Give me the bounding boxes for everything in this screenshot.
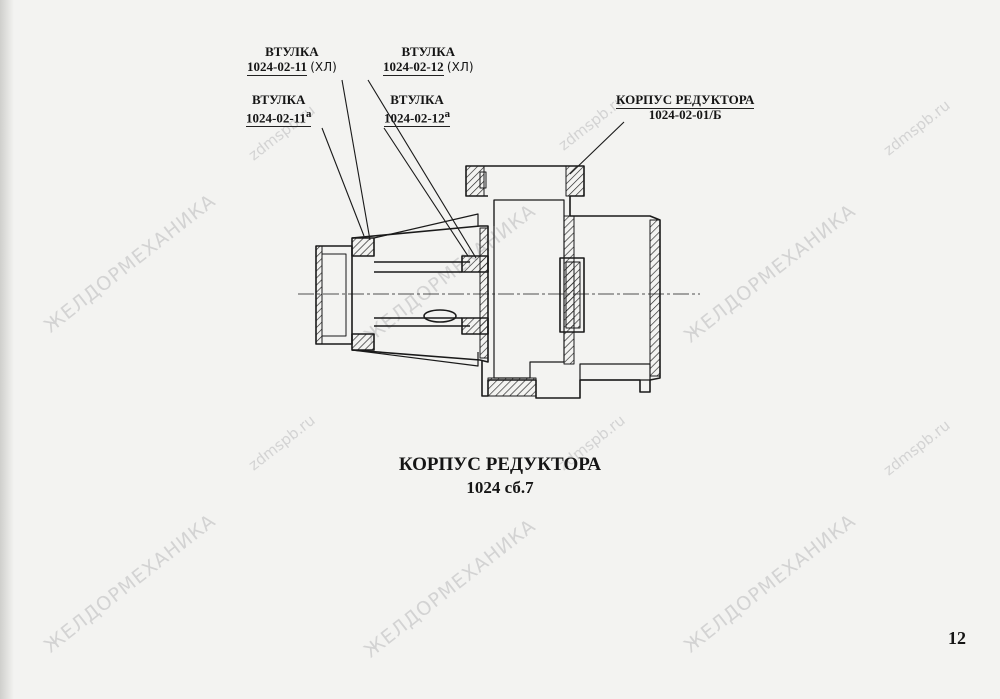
leader-housing — [569, 121, 625, 175]
leader-bushing-1 — [321, 127, 365, 237]
label-note: (ХЛ) — [310, 60, 337, 74]
label-code: 1024-02-11 — [247, 59, 307, 76]
label-bushing-xl-12: ВТУЛКА 1024-02-12 (ХЛ) — [383, 44, 474, 76]
label-title: ВТУЛКА — [265, 44, 319, 59]
label-code: 1024-02-11 — [246, 110, 306, 126]
label-bushing-12a: ВТУЛКА 1024-02-12а — [384, 92, 451, 128]
bearing-seat — [559, 257, 585, 333]
label-superscript: а — [305, 108, 312, 120]
figure-caption-title: КОРПУС РЕДУКТОРА — [398, 454, 602, 475]
label-bushing-11a: ВТУЛКА 1024-02-11а — [246, 92, 312, 128]
label-bushing-xl-11: ВТУЛКА 1024-02-11 (ХЛ) — [247, 44, 337, 76]
label-note: (ХЛ) — [446, 60, 474, 74]
leader-bushing-2 — [341, 79, 371, 241]
oil-hole — [423, 309, 457, 323]
label-code: 1024-02-12 — [384, 110, 445, 126]
label-title: ВТУЛКА — [251, 92, 306, 107]
label-code: 1024-02-12 — [383, 59, 444, 76]
leader-bushing-3 — [367, 79, 477, 259]
label-title: КОРПУС РЕДУКТОРА — [616, 92, 755, 109]
bushing-left-top — [351, 237, 375, 257]
label-housing: КОРПУС РЕДУКТОРА 1024-02-01/Б — [616, 92, 755, 122]
bushing-left-bottom — [351, 333, 375, 351]
figure-caption-subtitle: 1024 сб.7 — [466, 478, 534, 497]
label-superscript: а — [444, 108, 451, 120]
leader-bushing-4 — [383, 127, 469, 257]
label-title: ВТУЛКА — [401, 44, 456, 59]
label-code: 1024-02-01/Б — [648, 107, 722, 122]
page-edge-shadow — [0, 0, 14, 699]
page-number: 12 — [948, 628, 966, 648]
label-title: ВТУЛКА — [390, 92, 444, 107]
housing-body — [465, 165, 661, 399]
